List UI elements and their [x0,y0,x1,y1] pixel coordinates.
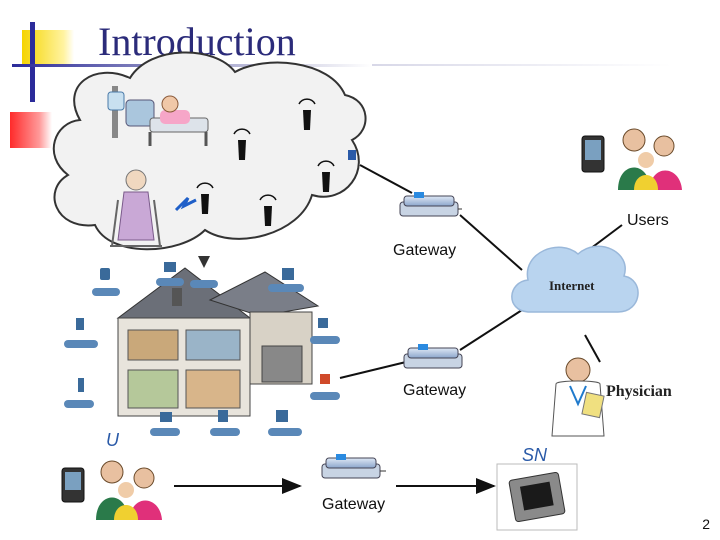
sensor-icon [298,98,316,130]
internet-label: Internet [549,278,595,293]
chart-icon [164,262,176,272]
user-u-label: U [106,430,119,450]
router-icon-bottom [321,454,386,479]
alarm-icon [320,374,330,384]
video-icon [160,412,172,422]
wireless-sensor-icons [196,98,356,226]
title-decoration-red [10,112,52,148]
title-underline-fade [372,64,672,66]
title-decoration-vertical-line [30,22,35,102]
line-internet-to-physician [584,334,601,363]
elderly-patient-icon [110,169,197,247]
router-icon-middle [403,344,463,369]
signal-icon [318,318,328,328]
gateway-label-middle: Gateway [403,382,467,399]
thermometer-icon [78,378,84,392]
patient-in-bed-icon [107,86,209,146]
smart-house-icon [116,256,320,417]
sensor-icon [233,128,251,160]
sensor-icon [317,160,335,192]
sensor-icon [348,150,356,160]
sensor-chip-icon [496,463,578,531]
calendar-icon [282,268,294,280]
physician-label: Physician [606,383,672,400]
internet-cloud-icon [511,245,639,313]
shield-icon [276,410,288,422]
router-icon-top [399,192,462,217]
phone-icon [100,268,110,280]
gateway-label-bottom: Gateway [322,496,386,513]
users-family-icon [581,128,682,190]
wifi-icon [218,410,228,422]
line-cloud-to-gateway [359,164,413,194]
sensor-node-label: SN [522,445,548,465]
home-service-icons [64,262,340,436]
page-number: 2 [702,516,710,532]
line-house-to-gateway [339,361,407,379]
sensor-icon [196,182,214,214]
gateway-label-top: Gateway [393,242,457,259]
body-sensor-cloud [52,51,367,251]
doctor-icon [551,357,605,437]
line-gateway-to-internet [459,214,523,271]
users-label: Users [627,212,669,229]
line-gateway-mid-to-internet [459,309,523,351]
plug-icon [76,318,84,330]
user-family-icon-bottom [61,460,162,520]
sensor-icon [259,194,277,226]
